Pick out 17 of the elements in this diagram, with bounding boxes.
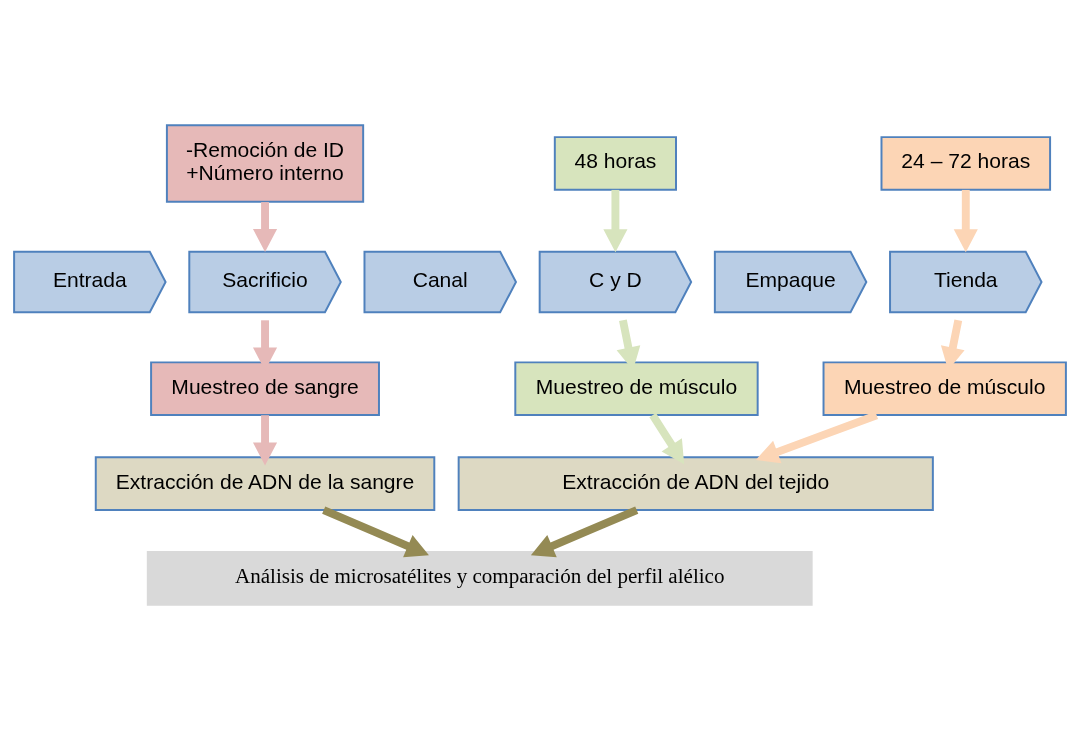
arrow [953,189,978,252]
arrow [755,411,879,463]
node-box: Análisis de microsatélites y comparación del perfil alélico [146,550,813,606]
arrow [530,505,639,557]
arrow [649,412,685,464]
node-box: Extracción de ADN de la sangre [94,455,436,511]
node-box: Muestreo de sangre [150,360,380,416]
node-box: -Remoción de ID +Número interno [165,123,365,203]
arrow [322,505,429,557]
node-box: Muestreo de músculo [514,360,759,416]
arrow [603,189,628,252]
arrow [252,414,278,466]
arrow [252,201,278,252]
node-box: 24 – 72 horas [880,135,1052,191]
node-box: Muestreo de músculo [822,360,1067,416]
node-box: 48 horas [553,135,677,191]
node-box: Extracción de ADN del tejido [457,455,934,511]
